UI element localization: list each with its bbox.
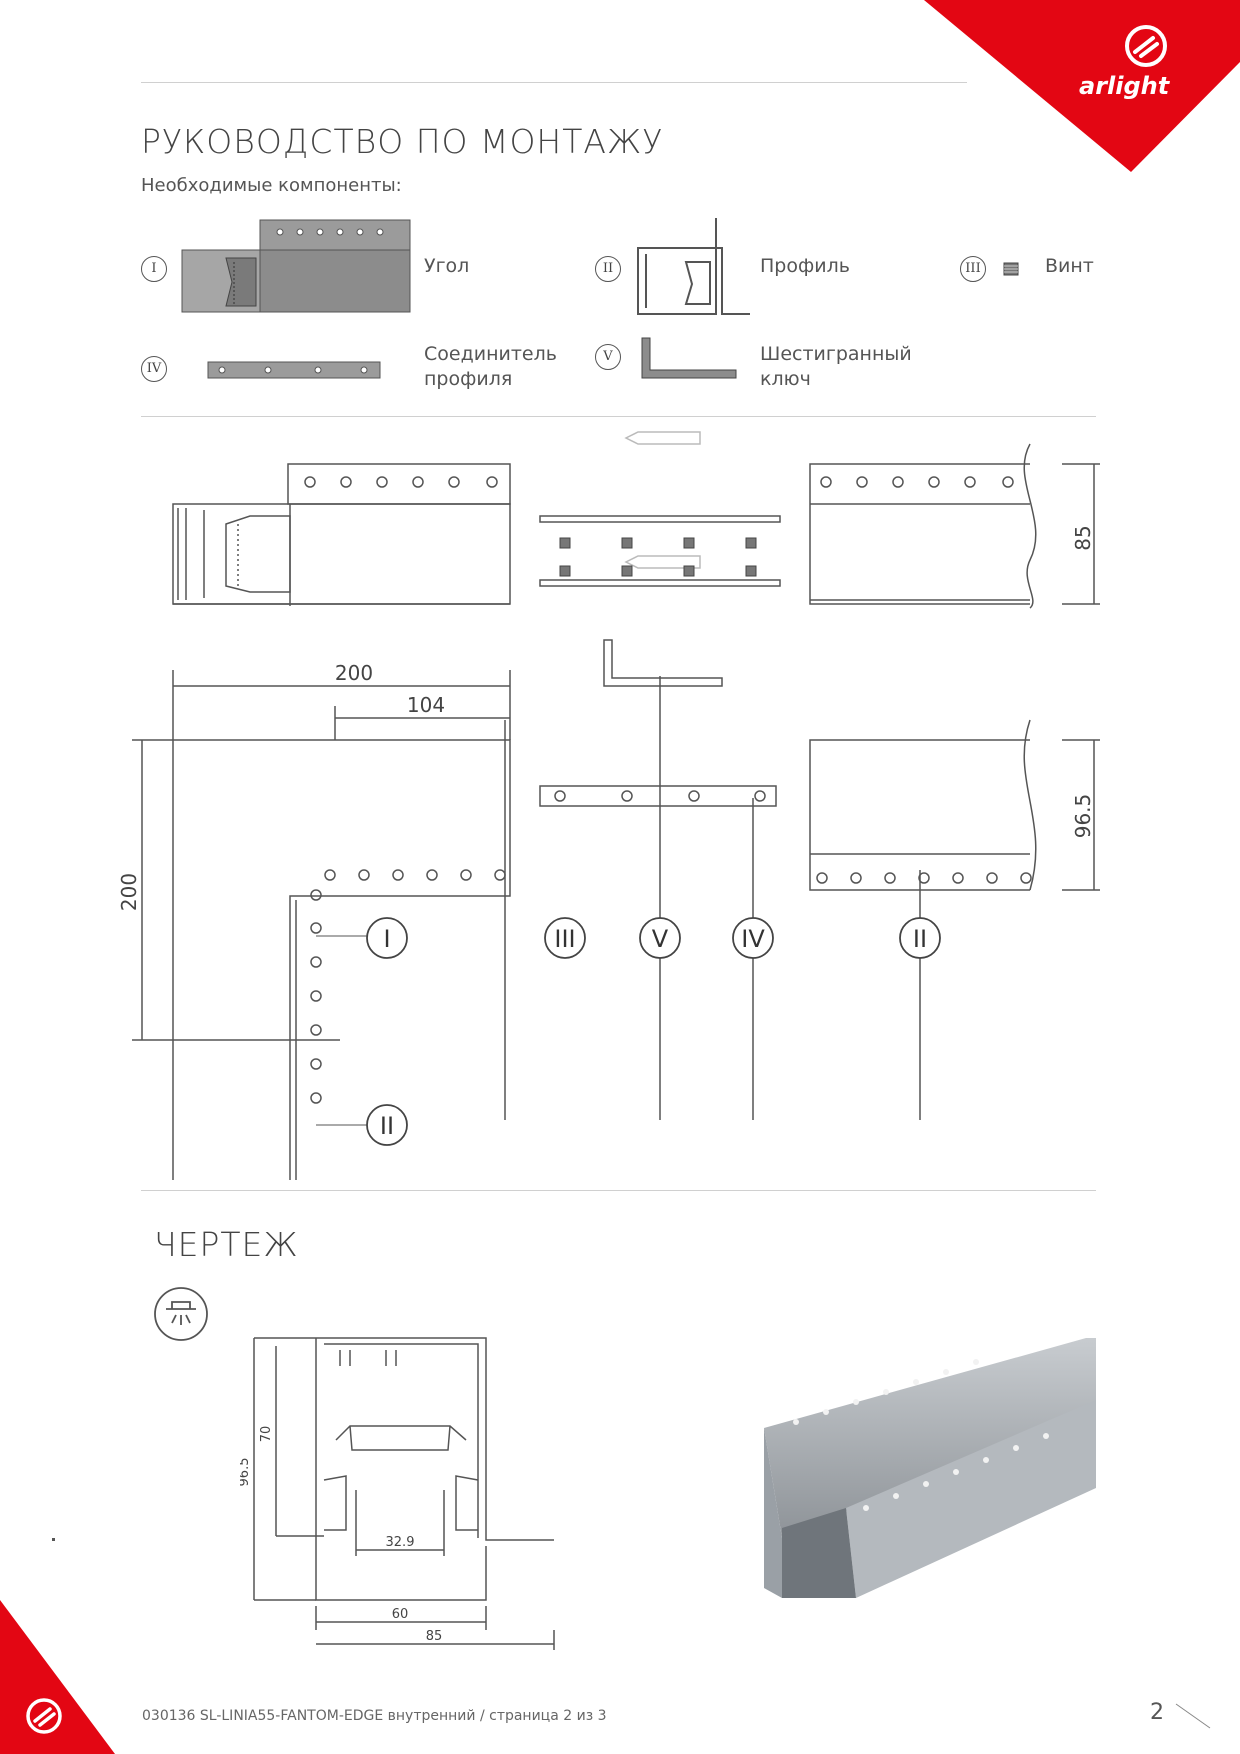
dim-label: 70	[259, 1426, 274, 1443]
page-title: РУКОВОДСТВО ПО МОНТАЖУ	[141, 122, 664, 161]
component-label-line: профиля	[424, 368, 513, 390]
component-numeral: I	[141, 256, 167, 282]
component-label-line: ключ	[760, 368, 811, 390]
component-numeral: V	[595, 344, 621, 370]
dim-label: 96.5	[240, 1458, 252, 1487]
screw-icon	[1003, 262, 1019, 276]
callout-label: I	[383, 925, 390, 953]
component-label: Профиль	[760, 255, 850, 277]
assembly-diagram: 85 96.5 200 104 200 III V IV II I II	[117, 431, 1100, 1180]
profile-component-illustration	[637, 218, 750, 315]
component-label: Шестигранный ключ	[760, 342, 912, 392]
page-number: 2	[1150, 1700, 1164, 1725]
callout-label: IV	[741, 925, 765, 953]
connector-component-illustration	[207, 361, 381, 379]
section-rule	[141, 1190, 1096, 1191]
page-corner-line	[1175, 1703, 1211, 1729]
component-label: Соединитель профиля	[424, 342, 557, 392]
top-rule	[141, 82, 967, 83]
page-subtitle: Необходимые компоненты:	[141, 175, 402, 196]
callout-label: II	[380, 1112, 394, 1140]
brand-corner-bottom	[0, 1600, 115, 1754]
drawing-title: ЧЕРТЕЖ	[154, 1225, 299, 1264]
dim-label: 85	[426, 1629, 443, 1644]
callout-label: II	[913, 925, 927, 953]
dim-label: 96.5	[1071, 794, 1095, 839]
brand-corner: arlight	[0, 0, 1240, 180]
dim-label: 104	[407, 693, 445, 717]
brand-logo: arlight	[924, 0, 1240, 172]
profile-3d-render	[764, 1338, 1096, 1598]
dim-label: 60	[392, 1607, 409, 1622]
component-label: Угол	[424, 255, 470, 277]
dot-mark	[52, 1538, 55, 1541]
callout-label: III	[554, 925, 575, 953]
corner-component-illustration	[181, 219, 411, 313]
component-label: Винт	[1045, 255, 1094, 277]
dim-label: 32.9	[386, 1535, 415, 1550]
dim-label: 200	[335, 661, 373, 685]
section-rule	[141, 416, 1096, 417]
component-numeral: IV	[141, 356, 167, 382]
dim-label: 85	[1071, 525, 1095, 550]
component-label-line: Шестигранный	[760, 343, 912, 365]
callout-label: V	[652, 925, 669, 953]
component-label-line: Соединитель	[424, 343, 557, 365]
component-numeral: III	[960, 256, 986, 282]
footer-text: 030136 SL-LINIA55-FANTOM-EDGE внутренний…	[142, 1708, 607, 1724]
cross-section-drawing: 96.5 70 32.9 60 85	[240, 1337, 555, 1650]
ceiling-light-icon	[154, 1287, 208, 1341]
brand-name: arlight	[1079, 72, 1171, 100]
hex-key-illustration	[641, 337, 737, 379]
dim-label: 200	[117, 873, 141, 911]
component-numeral: II	[595, 256, 621, 282]
